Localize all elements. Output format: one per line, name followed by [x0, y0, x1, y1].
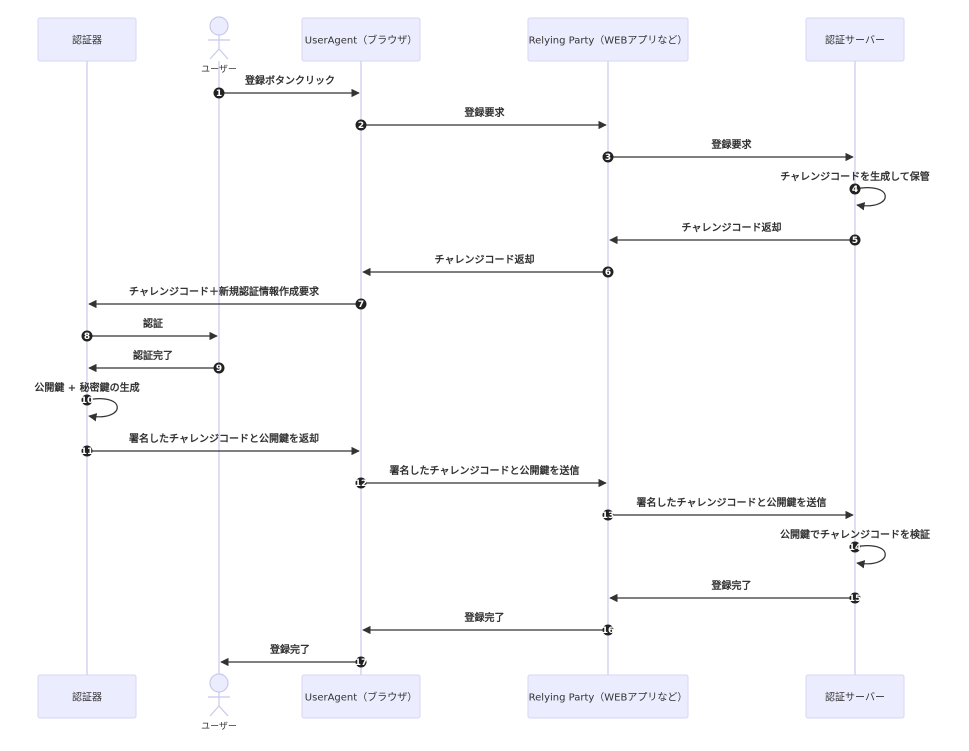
step-number: 1 — [216, 89, 222, 99]
message-15: 登録完了 15 — [609, 579, 862, 604]
participant-rp-bottom: Relying Party（WEBアプリなど） — [527, 674, 689, 719]
step-number-badge: 6 — [602, 266, 614, 278]
step-number: 11 — [81, 447, 94, 457]
participant-useragent-top: UserAgent（ブラウザ） — [301, 17, 421, 62]
message-label: チャレンジコード返却 — [435, 253, 535, 266]
step-number: 7 — [358, 300, 364, 310]
step-number-badge: 10 — [81, 394, 94, 406]
step-number-badge: 1 — [213, 87, 225, 99]
step-number-badge: 7 — [355, 298, 367, 310]
participant-label: UserAgent（ブラウザ） — [305, 691, 417, 704]
step-number: 17 — [355, 658, 368, 668]
message-9: 認証完了 9 — [88, 349, 225, 374]
participant-authenticator-top: 認証器 — [37, 17, 137, 62]
step-number-badge: 9 — [213, 362, 225, 374]
message-label: 認証完了 — [133, 349, 173, 362]
message-17: 登録完了 17 — [220, 643, 368, 668]
message-label: 登録要求 — [711, 138, 753, 151]
participant-rp-top: Relying Party（WEBアプリなど） — [527, 17, 689, 62]
step-number: 10 — [81, 396, 94, 406]
actor-label: ユーザー — [201, 64, 237, 75]
step-number-badge: 13 — [602, 509, 615, 521]
message-label: 署名したチャレンジコードと公開鍵を送信 — [389, 464, 580, 477]
participant-authserver-top: 認証サーバー — [805, 17, 905, 62]
participant-authenticator-bottom: 認証器 — [37, 674, 137, 719]
participant-label: 認証器 — [72, 691, 102, 704]
message-label: 登録ボタンクリック — [244, 74, 335, 87]
step-number: 5 — [852, 236, 858, 246]
message-label: チャレンジコード返却 — [682, 221, 782, 234]
participant-label: Relying Party（WEBアプリなど） — [529, 692, 688, 704]
message-label: 認証 — [143, 317, 163, 330]
message-label: 登録要求 — [464, 106, 506, 119]
step-number-badge: 14 — [849, 541, 862, 553]
step-number-badge: 4 — [849, 183, 861, 195]
message-5: チャレンジコード返却 5 — [609, 221, 861, 246]
message-13: 署名したチャレンジコードと公開鍵を送信 13 — [602, 496, 854, 521]
message-label: 署名したチャレンジコードと公開鍵を送信 — [636, 496, 827, 509]
step-number: 8 — [84, 332, 90, 342]
self-message-arrow — [86, 398, 118, 422]
step-number-badge: 16 — [602, 624, 615, 636]
message-16: 登録完了 16 — [362, 611, 615, 636]
message-label: 署名したチャレンジコードと公開鍵を返却 — [128, 432, 319, 445]
message-label: 公開鍵 + 秘密鍵の生成 — [34, 381, 139, 394]
message-10: 公開鍵 + 秘密鍵の生成 10 — [34, 381, 140, 422]
participant-label: 認証サーバー — [825, 34, 885, 47]
message-1: 登録ボタンクリック 1 — [213, 74, 360, 99]
step-number-badge: 17 — [355, 656, 368, 668]
step-number-badge: 8 — [81, 330, 93, 342]
participant-label: 認証器 — [72, 34, 102, 47]
message-8: 認証 8 — [81, 317, 218, 342]
message-7: チャレンジコード＋新規認証情報作成要求 7 — [88, 285, 367, 310]
message-12: 署名したチャレンジコードと公開鍵を送信 12 — [355, 464, 607, 489]
step-number: 15 — [849, 594, 862, 604]
step-number: 3 — [605, 153, 611, 163]
message-label: チャレンジコードを生成して保管 — [780, 170, 930, 183]
message-label: 公開鍵でチャレンジコードを検証 — [780, 528, 930, 541]
step-number: 13 — [602, 511, 615, 521]
message-4: チャレンジコードを生成して保管 4 — [780, 170, 930, 211]
self-message-arrow — [854, 187, 886, 211]
step-number: 16 — [602, 626, 615, 636]
participant-label: 認証サーバー — [825, 691, 885, 704]
participant-label: Relying Party（WEBアプリなど） — [529, 35, 688, 47]
step-number: 12 — [355, 479, 368, 489]
step-number-badge: 11 — [81, 445, 94, 457]
participant-authserver-bottom: 認証サーバー — [805, 674, 905, 719]
message-label: 登録完了 — [269, 643, 310, 656]
message-6: チャレンジコード返却 6 — [362, 253, 614, 278]
step-number-badge: 3 — [602, 151, 614, 163]
step-number-badge: 12 — [355, 477, 368, 489]
participant-label: UserAgent（ブラウザ） — [305, 34, 417, 47]
step-number-badge: 15 — [849, 592, 862, 604]
message-label: 登録完了 — [711, 579, 752, 592]
message-11: 署名したチャレンジコードと公開鍵を返却 11 — [81, 432, 360, 457]
message-14: 公開鍵でチャレンジコードを検証 14 — [780, 528, 930, 569]
message-label: チャレンジコード＋新規認証情報作成要求 — [129, 285, 320, 298]
step-number: 2 — [358, 121, 364, 131]
user-icon — [209, 673, 229, 693]
message-label: 登録完了 — [464, 611, 505, 624]
actor-user-bottom: ユーザー — [201, 673, 237, 732]
step-number-badge: 2 — [355, 119, 367, 131]
message-2: 登録要求 2 — [355, 106, 607, 131]
step-number: 6 — [605, 268, 611, 278]
step-number: 9 — [216, 364, 222, 374]
self-message-arrow — [854, 545, 886, 569]
message-3: 登録要求 3 — [602, 138, 854, 163]
step-number-badge: 5 — [849, 234, 861, 246]
step-number: 4 — [852, 185, 858, 195]
actor-user-top: ユーザー — [201, 16, 237, 75]
participant-useragent-bottom: UserAgent（ブラウザ） — [301, 674, 421, 719]
actor-label: ユーザー — [201, 721, 237, 732]
user-icon — [209, 16, 229, 36]
step-number: 14 — [849, 543, 862, 553]
